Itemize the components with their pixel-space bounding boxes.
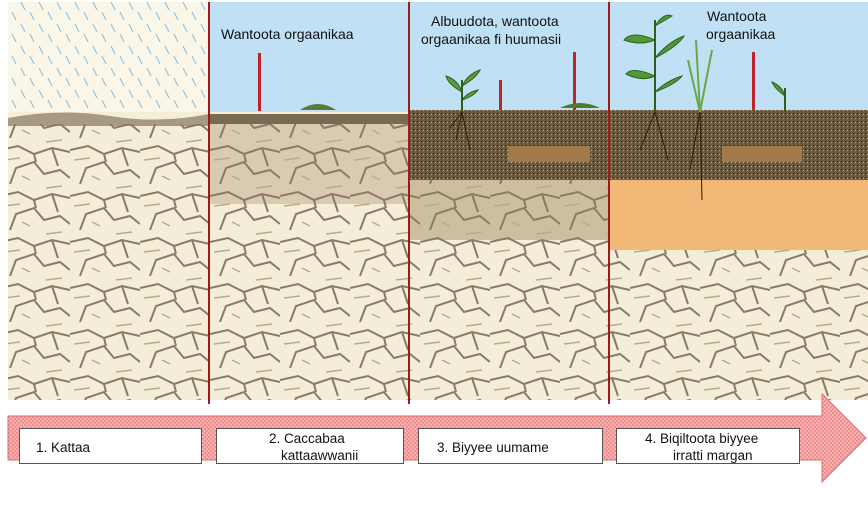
stage-3-label: 3. Biyyee uumame: [437, 439, 602, 456]
stage-box-3: 3. Biyyee uumame: [418, 428, 603, 464]
marker-pole: [752, 52, 755, 110]
stage-1-label: 1. Kattaa: [36, 439, 201, 456]
stage-box-4: 4. Biqiltoota biyyee irratti margan: [616, 428, 800, 464]
stage-box-1: 1. Kattaa: [19, 428, 202, 464]
panel-2-cracked-rock: [209, 2, 409, 400]
panel-3-label-line1: Albuudota, wantoota: [431, 13, 559, 29]
stage-2-label-line1: 2. Caccabaa: [217, 430, 403, 447]
marker-pole: [573, 52, 576, 110]
subsoil: [609, 180, 868, 250]
rain: [8, 2, 209, 112]
marker-pole: [499, 80, 502, 110]
panel-4-plants-on-soil: [609, 2, 868, 400]
panel-2-label: Wantoota orgaanikaa: [221, 26, 354, 42]
stage-2-label-line2: kattaawwanii: [217, 447, 403, 464]
stage-box-2: 2. Caccabaa kattaawwanii: [216, 428, 404, 464]
stage-4-label-line2: irratti margan: [617, 447, 799, 464]
panel-1-rock: [8, 2, 209, 400]
sky: [209, 2, 409, 112]
stage-4-label-line1: 4. Biqiltoota biyyee: [617, 430, 799, 447]
panel-3-soil-formed: [409, 2, 609, 400]
label-tag: [508, 146, 590, 162]
marker-pole: [258, 53, 261, 111]
panel-4-label-line2: orgaanikaa: [706, 26, 775, 42]
panel-3-label-line2: orgaanikaa fi huumasii: [421, 31, 561, 47]
panel-4-label-line1: Wantoota: [707, 8, 767, 24]
topsoil: [409, 110, 609, 180]
